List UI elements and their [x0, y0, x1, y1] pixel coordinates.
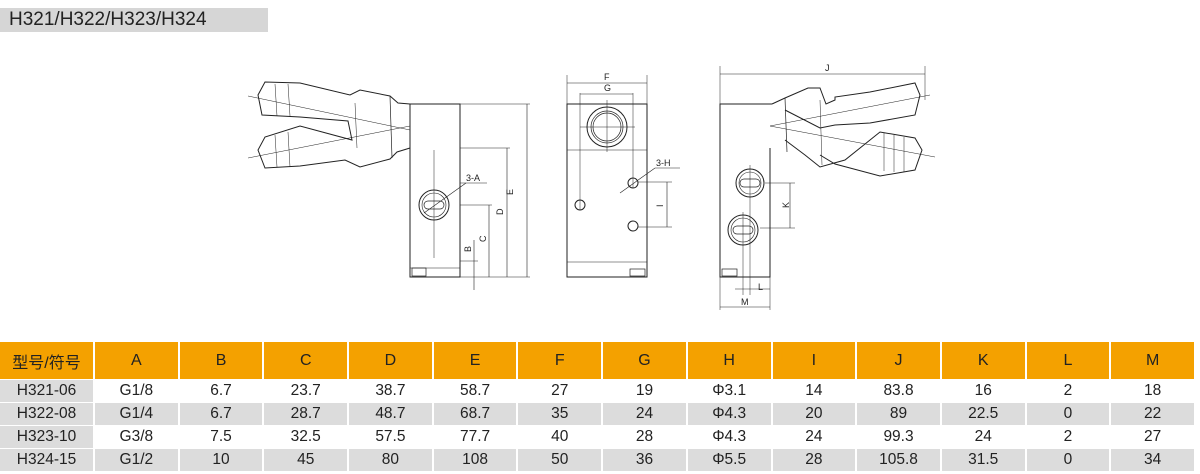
- value-cell: 22.5: [941, 403, 1025, 425]
- value-cell: G1/2: [95, 449, 178, 471]
- header-b: B: [179, 342, 263, 379]
- label-b: B: [463, 246, 473, 252]
- label-f: F: [604, 72, 610, 82]
- value-cell: Φ3.1: [687, 380, 771, 402]
- header-e: E: [433, 342, 517, 379]
- label-3-h: 3-H: [656, 158, 671, 168]
- header-m: M: [1111, 342, 1194, 379]
- value-cell: 0: [1026, 449, 1110, 471]
- label-g: G: [604, 83, 611, 93]
- value-cell: 32.5: [264, 426, 348, 448]
- header-h: H: [687, 342, 771, 379]
- value-cell: 38.7: [349, 380, 432, 402]
- value-cell: 58.7: [433, 380, 517, 402]
- value-cell: 31.5: [941, 449, 1025, 471]
- value-cell: 16: [941, 380, 1025, 402]
- value-cell: 68.7: [433, 403, 517, 425]
- model-cell: H322-08: [0, 403, 93, 425]
- header-a: A: [95, 342, 178, 379]
- label-e: E: [505, 189, 515, 195]
- value-cell: Φ5.5: [687, 449, 771, 471]
- value-cell: 18: [1111, 380, 1194, 402]
- header-i: I: [772, 342, 856, 379]
- technical-drawings: 3-A E D C B F G 3-H I J K L M: [247, 63, 936, 310]
- value-cell: 28: [772, 449, 856, 471]
- value-cell: 89: [857, 403, 940, 425]
- value-cell: 24: [772, 426, 856, 448]
- value-cell: 77.7: [433, 426, 517, 448]
- value-cell: 20: [772, 403, 856, 425]
- value-cell: 0: [1026, 403, 1110, 425]
- label-d: D: [495, 208, 505, 215]
- value-cell: 28.7: [264, 403, 348, 425]
- side-view-drawing: [566, 75, 680, 278]
- value-cell: 99.3: [857, 426, 940, 448]
- label-3-a: 3-A: [466, 173, 480, 183]
- value-cell: 6.7: [179, 380, 263, 402]
- value-cell: 83.8: [857, 380, 940, 402]
- value-cell: 10: [179, 449, 263, 471]
- label-j: J: [825, 63, 830, 73]
- header-c: C: [264, 342, 348, 379]
- value-cell: 27: [1111, 426, 1194, 448]
- page-title: H321/H322/H323/H324: [0, 8, 268, 32]
- model-cell: H321-06: [0, 380, 93, 402]
- label-k: K: [781, 202, 791, 208]
- value-cell: 108: [433, 449, 517, 471]
- model-cell: H324-15: [0, 449, 93, 471]
- value-cell: Φ4.3: [687, 426, 771, 448]
- header-l: L: [1026, 342, 1110, 379]
- value-cell: 40: [518, 426, 602, 448]
- value-cell: 50: [518, 449, 602, 471]
- value-cell: G3/8: [95, 426, 178, 448]
- header-f: F: [518, 342, 602, 379]
- value-cell: 24: [941, 426, 1025, 448]
- table-header-row: 型号/符号 A B C D E F G H I J K L M: [0, 342, 1194, 379]
- value-cell: 48.7: [349, 403, 432, 425]
- value-cell: 80: [349, 449, 432, 471]
- value-cell: 34: [1111, 449, 1194, 471]
- value-cell: 23.7: [264, 380, 348, 402]
- value-cell: 36: [603, 449, 686, 471]
- value-cell: 28: [603, 426, 686, 448]
- value-cell: 24: [603, 403, 686, 425]
- value-cell: 57.5: [349, 426, 432, 448]
- label-c: C: [478, 235, 488, 242]
- value-cell: Φ4.3: [687, 403, 771, 425]
- front-view-drawing: [247, 81, 530, 290]
- header-k: K: [941, 342, 1025, 379]
- header-d: D: [349, 342, 432, 379]
- label-m: M: [741, 297, 749, 307]
- value-cell: 2: [1026, 380, 1110, 402]
- value-cell: 6.7: [179, 403, 263, 425]
- value-cell: 22: [1111, 403, 1194, 425]
- value-cell: 7.5: [179, 426, 263, 448]
- value-cell: G1/8: [95, 380, 178, 402]
- label-l: L: [758, 282, 763, 292]
- header-j: J: [857, 342, 940, 379]
- header-g: G: [603, 342, 686, 379]
- value-cell: 2: [1026, 426, 1110, 448]
- label-i: I: [655, 204, 665, 207]
- value-cell: 35: [518, 403, 602, 425]
- end-view-drawing: [719, 66, 936, 310]
- value-cell: 27: [518, 380, 602, 402]
- header-model: 型号/符号: [0, 342, 93, 379]
- value-cell: G1/4: [95, 403, 178, 425]
- value-cell: 19: [603, 380, 686, 402]
- value-cell: 105.8: [857, 449, 940, 471]
- model-cell: H323-10: [0, 426, 93, 448]
- value-cell: 45: [264, 449, 348, 471]
- value-cell: 14: [772, 380, 856, 402]
